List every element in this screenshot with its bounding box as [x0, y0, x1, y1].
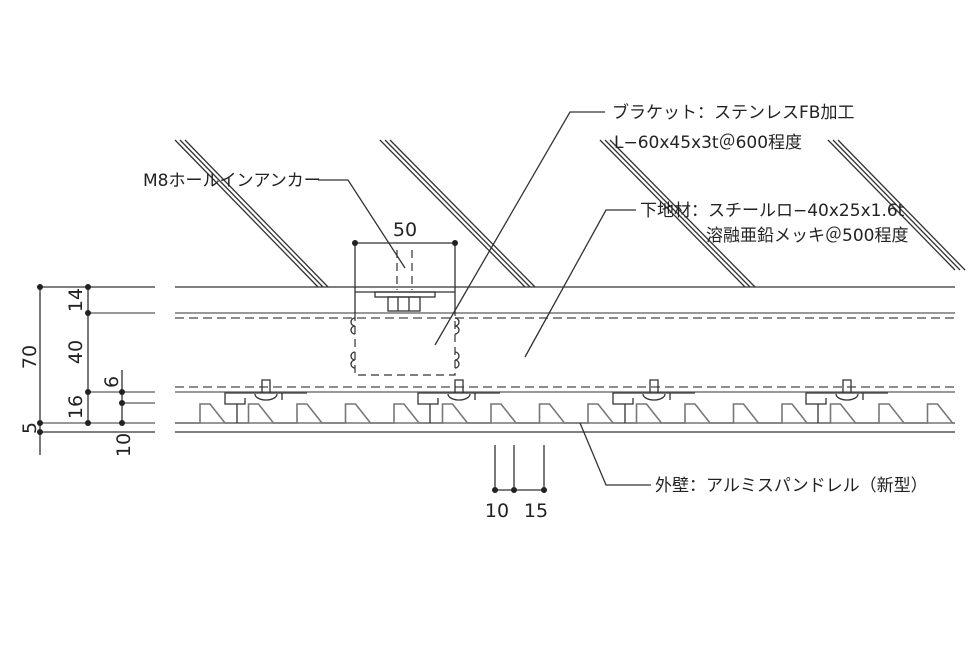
- hatch-line: [599, 139, 746, 288]
- dim-6: 6: [101, 376, 123, 388]
- hatch-line: [609, 139, 756, 288]
- label-base-line1: 下地材：スチールロ−40x25x1.6t: [640, 201, 905, 221]
- dimension-lines-bottom: [492, 445, 547, 493]
- hatch-line: [389, 139, 536, 288]
- hatch-line: [827, 139, 956, 271]
- panel-clip: [417, 379, 500, 423]
- hatch-line: [174, 139, 319, 288]
- diagonal-hatch: [174, 139, 966, 288]
- label-bracket-line1: ブラケット：ステンレスFB加工: [612, 102, 854, 123]
- panel-rib: [175, 403, 955, 424]
- hatch-line: [832, 139, 961, 271]
- panel-clip: [224, 379, 307, 423]
- dim-10-bottom: 10: [485, 500, 509, 522]
- dim-40: 40: [65, 340, 87, 364]
- slab-lines: [175, 286, 955, 433]
- hatch-line: [604, 139, 751, 288]
- dim-15-bottom: 15: [524, 500, 548, 522]
- dim-16: 16: [65, 395, 87, 419]
- bracket: [350, 250, 460, 376]
- panel-clip: [805, 379, 888, 423]
- hatch-line: [184, 139, 329, 288]
- label-exterior: 外壁：アルミスパンドレル（新型）: [655, 476, 928, 496]
- dimension-bracket-width: [352, 240, 458, 287]
- hatch-line: [837, 139, 966, 271]
- dimension-lines-left: [37, 284, 155, 455]
- dim-5: 5: [19, 422, 41, 434]
- dim-14: 14: [65, 288, 87, 312]
- dim-10-left: 10: [113, 433, 135, 457]
- dim-70: 70: [19, 345, 41, 369]
- leader-lines: [318, 111, 651, 486]
- dim-50: 50: [393, 219, 417, 241]
- hatch-line: [179, 139, 324, 288]
- label-anchor: M8ホールインアンカー: [143, 171, 321, 191]
- label-base-line2: 溶融亜鉛メッキ＠500程度: [706, 226, 908, 246]
- panel-clip: [612, 379, 695, 423]
- hatch-line: [384, 139, 531, 288]
- label-bracket-line2: L−60x45x3t＠600程度: [614, 133, 802, 153]
- spandrel-panel-profile: [175, 379, 955, 424]
- hatch-line: [379, 139, 526, 288]
